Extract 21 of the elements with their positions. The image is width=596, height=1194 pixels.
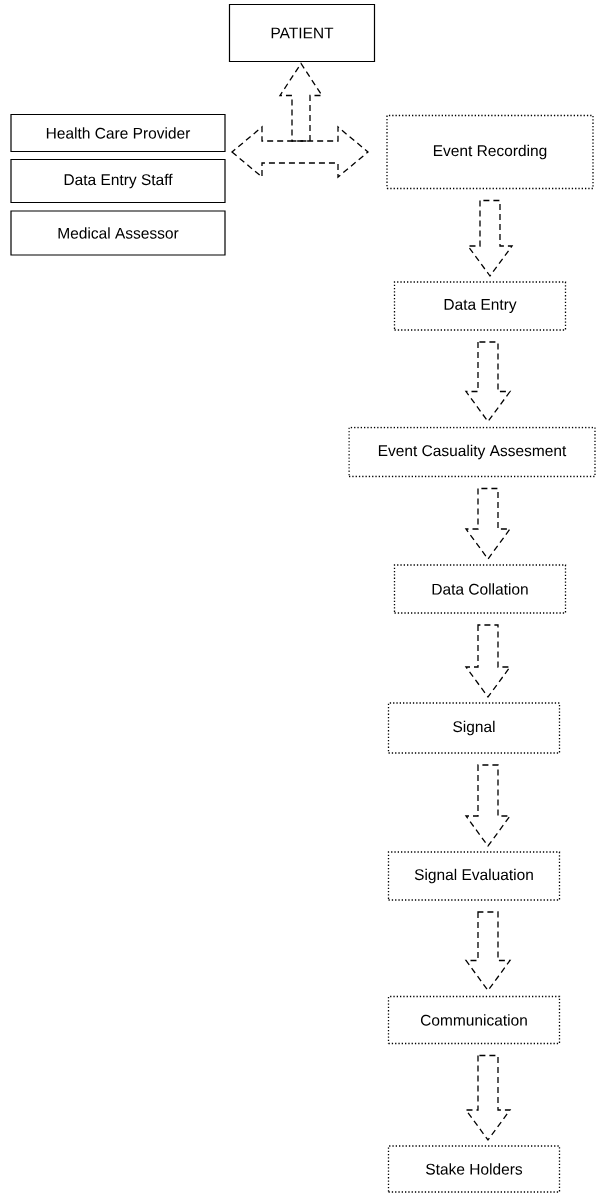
block-arrow	[464, 764, 512, 848]
process-box: Data Collation	[393, 564, 567, 614]
block-arrow	[464, 911, 512, 992]
block-arrow	[278, 62, 324, 142]
process-box: Medical Assessor	[10, 210, 226, 256]
process-box: Event Casuality Assesment	[348, 426, 596, 478]
block-arrow	[464, 624, 512, 699]
process-box: PATIENT	[228, 3, 376, 63]
process-box: Data Entry	[393, 281, 567, 331]
block-arrow	[466, 199, 514, 278]
process-box: Communication	[387, 995, 561, 1045]
block-arrow	[464, 1054, 512, 1142]
process-box: Signal	[387, 702, 561, 754]
process-box: Health Care Provider	[10, 113, 226, 153]
process-box: Stake Holders	[387, 1145, 561, 1193]
process-box: Event Recording	[386, 114, 594, 190]
process-box: Data Entry Staff	[10, 158, 226, 204]
block-arrow	[464, 487, 512, 561]
block-arrow	[464, 341, 512, 423]
block-arrow	[231, 125, 369, 179]
process-box: Signal Evaluation	[387, 851, 561, 901]
